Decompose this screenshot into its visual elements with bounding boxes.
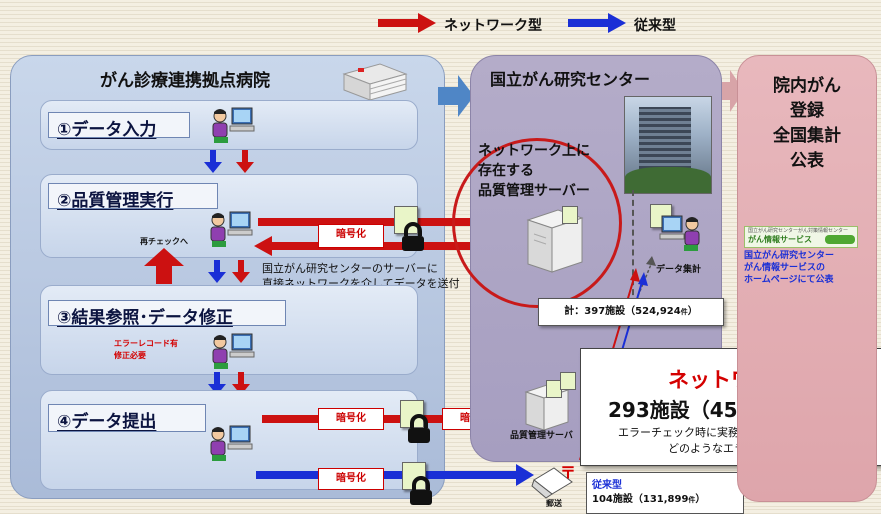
- publication-note-line1: 国立がん研究センター: [744, 251, 835, 261]
- document-icon-lower-b: [560, 372, 576, 390]
- worker-icon-step3: [212, 333, 255, 369]
- publication-note-line2: がん情報サービスの: [744, 263, 826, 273]
- trees: [625, 167, 711, 193]
- legend-conventional-label: 従来型: [634, 18, 676, 34]
- banner-main-text: がん情報サービス: [748, 235, 812, 244]
- error-note-line1: エラーレコード有: [114, 339, 178, 348]
- publication-title-line3: 全国集計: [773, 126, 841, 146]
- flow-arrow-to-center: [438, 75, 474, 117]
- worker-icon-step1: [212, 107, 255, 143]
- down-arrows-2: [208, 260, 250, 283]
- qc-server-highlight-circle: [452, 138, 622, 308]
- down-arrows-1: [204, 150, 254, 173]
- center-title: 国立がん研究センター: [490, 70, 651, 89]
- banner-green-tab: [825, 235, 855, 244]
- qc-server-icon: [526, 209, 584, 273]
- conventional-unit: 件: [688, 496, 696, 504]
- publication-panel: [737, 55, 877, 502]
- worker-icon-step4: [210, 425, 253, 461]
- server-text-line1: ネットワーク上に: [478, 143, 590, 159]
- publication-note-line3: ホームページにて公表: [744, 275, 834, 285]
- down-arrows-3: [208, 372, 250, 395]
- recheck-label: 再チェックへ: [140, 237, 188, 246]
- mail-label: 郵送: [546, 499, 562, 508]
- step2-label: ②品質管理実行: [48, 183, 218, 211]
- mail-envelope-icon: 〒: [531, 463, 576, 499]
- cancer-info-service-banner[interactable]: 国立がん研究センターがん対策情報センター がん情報サービス: [744, 226, 858, 248]
- total-box: 計：397施設（524,924件）: [538, 298, 724, 326]
- encryption-label-step4c: 暗号化: [318, 468, 384, 490]
- direct-send-line1: 国立がん研究センターのサーバーに: [262, 262, 438, 275]
- hospital-title: がん診療連携拠点病院: [100, 71, 270, 91]
- legend-network-label: ネットワーク型: [444, 18, 542, 34]
- total-unit: 件: [680, 308, 688, 316]
- recheck-up-arrow: [144, 248, 184, 284]
- publication-title-line2: 登録: [790, 101, 824, 121]
- conventional-close: ）: [695, 494, 706, 505]
- step3-label: ③結果参照･データ修正: [48, 300, 286, 328]
- conventional-count: 104施設（131,899: [592, 494, 689, 505]
- document-icon-server: [562, 206, 578, 224]
- publication-title-line1: 院内がん: [773, 76, 841, 96]
- publication-note: 国立がん研究センター がん情報サービスの ホームページにて公表: [744, 250, 870, 286]
- total-close: ）: [687, 306, 698, 317]
- encryption-label-step2: 暗号化: [318, 224, 384, 248]
- svg-text:〒: 〒: [560, 463, 576, 482]
- total-text: 計：397施設（524,924: [564, 306, 681, 317]
- step4-label: ④データ提出: [48, 404, 206, 432]
- center-building-photo: [624, 96, 712, 194]
- lock-icon-step4: [408, 414, 430, 443]
- conventional-title: 従来型: [592, 480, 622, 491]
- worker-icon-step2: [210, 211, 253, 247]
- publication-title-line4: 公表: [790, 151, 824, 171]
- server-text-line2: 存在する: [478, 163, 534, 179]
- center-divider: [632, 190, 634, 315]
- hospital-building-icon: [342, 63, 408, 101]
- legend: ネットワーク型 従来型: [378, 8, 718, 38]
- banner-small-text: 国立がん研究センターがん対策情報センター: [748, 228, 849, 234]
- legend-conventional-arrow: [568, 13, 626, 33]
- lock-icon-conventional: [410, 476, 432, 505]
- worker-icon-aggregation: [659, 215, 700, 251]
- step1-label: ①データ入力: [48, 112, 190, 140]
- publication-title: 院内がん 登録 全国集計 公表: [737, 74, 877, 174]
- lock-icon-step2: [402, 222, 424, 251]
- qc-server-label: 品質管理サーバ: [510, 431, 573, 441]
- encryption-label-step4a: 暗号化: [318, 408, 384, 430]
- server-text-line3: 品質管理サーバー: [478, 183, 590, 199]
- error-note-line2: 修正必要: [114, 351, 146, 360]
- conventional-submit-arrow: [256, 464, 534, 486]
- legend-network-arrow: [378, 13, 436, 33]
- data-aggregation-label: データ集計: [656, 265, 702, 275]
- conventional-count-row: 104施設（131,899件）: [592, 490, 705, 505]
